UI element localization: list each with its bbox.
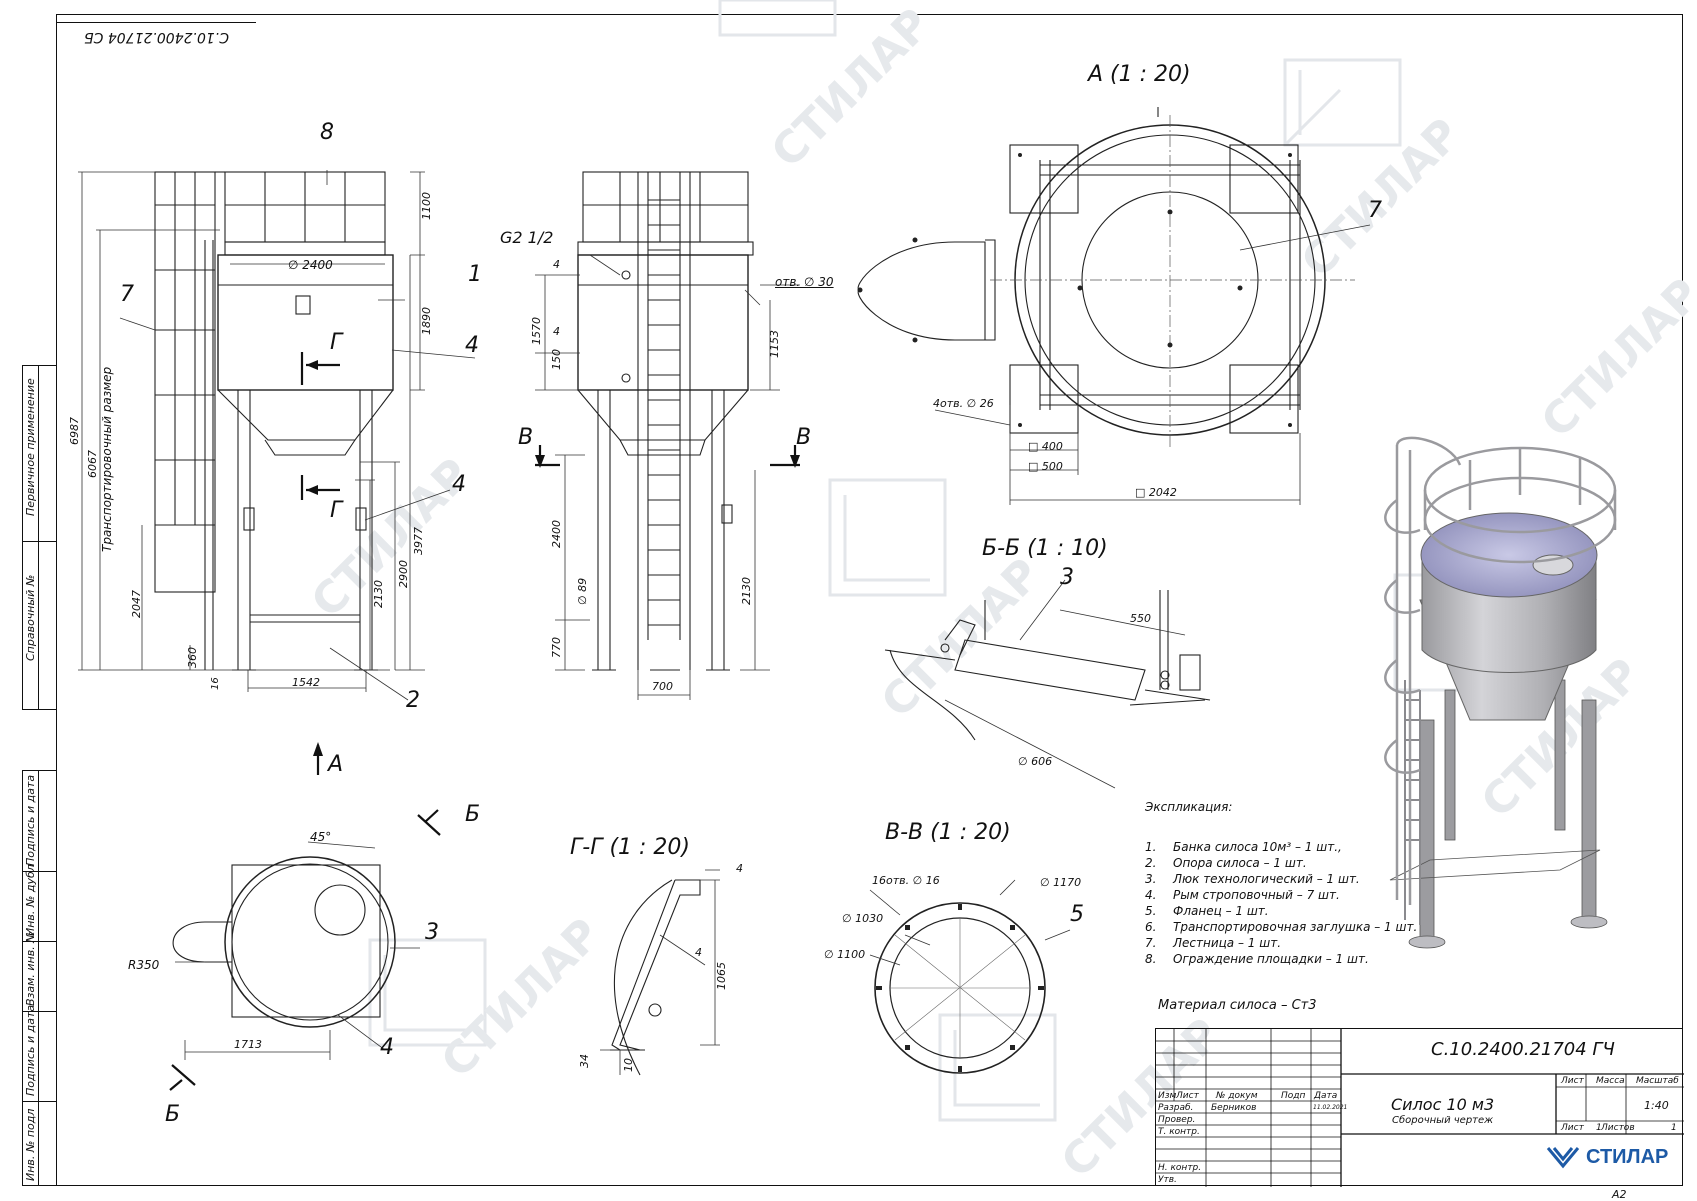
view-a-holes: 4отв. ∅ 26 (933, 397, 994, 410)
front-section-mark-g2: Г (330, 498, 343, 523)
plan-callout-4: 4 (380, 1035, 394, 1060)
tb-hdr-list: Лист (1176, 1091, 1199, 1101)
tb-col-massa: Масса (1596, 1076, 1625, 1086)
tb-row-razrab: Разраб. (1158, 1103, 1194, 1113)
section-vv-d1170: ∅ 1170 (1040, 876, 1082, 889)
front-callout-4b: 4 (452, 472, 466, 497)
list-item: 4.Рым строповочный – 7 шт. (1145, 888, 1340, 902)
side-section-mark-v1: В (518, 425, 534, 450)
view-a-title: А (1 : 20) (1088, 62, 1191, 87)
tb-sheet-no: 1 (1596, 1123, 1602, 1133)
front-dim-1542: 1542 (292, 676, 320, 689)
plan-callout-3: 3 (425, 920, 439, 945)
front-callout-7: 7 (120, 282, 134, 307)
tb-row-tkont: Т. контр. (1158, 1127, 1200, 1137)
plan-section-mark-b2: Б (165, 1102, 181, 1127)
sidebar-lower: Подпись и дата Инв. № дубл Взам. инв. № … (22, 770, 57, 1186)
tb-razrab-name: Берников (1211, 1103, 1257, 1113)
plan-w1713: 1713 (234, 1038, 262, 1051)
view-a-sq400: □ 400 (1028, 440, 1063, 453)
section-bb-callout-3: 3 (1060, 565, 1074, 590)
side-dim-4b: 4 (553, 325, 560, 338)
list-item: 7.Лестница – 1 шт. (1145, 936, 1282, 950)
section-bb-title: Б-Б (1 : 10) (982, 536, 1108, 561)
section-gg-d4b: 4 (695, 946, 702, 959)
side-dim-4a: 4 (553, 258, 560, 271)
tb-code: С.10.2400.21704 ГЧ (1431, 1039, 1615, 1060)
section-vv-d1100: ∅ 1100 (824, 948, 866, 961)
view-a-sq500: □ 500 (1028, 460, 1063, 473)
plan-angle: 45° (310, 830, 332, 844)
section-vv-holes: 16отв. ∅ 16 (872, 874, 940, 887)
tb-sheets-no: 1 (1671, 1123, 1677, 1133)
tb-col-scale: Масштаб (1636, 1076, 1679, 1086)
explication: Экспликация: 1.Банка силоса 10м³ – 1 шт.… (1145, 800, 1417, 968)
front-view-arrow-a: A (328, 752, 344, 777)
material-note: Материал силоса – Ст3 (1158, 998, 1317, 1013)
tb-row-prover: Провер. (1158, 1115, 1196, 1125)
list-item: 1.Банка силоса 10м³ – 1 шт., (1145, 840, 1342, 854)
sidebar-upper: Первичное применение Справочный № (22, 365, 57, 710)
section-vv-callout-5: 5 (1070, 902, 1084, 927)
tb-doc-type: Сборочный чертеж (1392, 1115, 1494, 1126)
tb-col-list: Лист (1561, 1076, 1584, 1086)
front-dim-d2400: ∅ 2400 (288, 258, 333, 272)
tb-row-nkont: Н. контр. (1158, 1163, 1202, 1173)
front-callout-8: 8 (320, 120, 334, 145)
plan-section-mark-b1: Б (465, 802, 481, 827)
side-dim-700: 700 (652, 680, 673, 693)
tb-sheet-lbl: Лист (1561, 1123, 1584, 1133)
list-item: 3.Люк технологический – 1 шт. (1145, 872, 1360, 886)
section-gg-title: Г-Г (1 : 20) (570, 835, 691, 860)
front-callout-4a: 4 (465, 333, 479, 358)
tb-hdr-sign: Подп (1281, 1091, 1306, 1101)
list-item: 8.Ограждение площадки – 1 шт. (1145, 952, 1369, 966)
tb-hdr-date: Дата (1314, 1091, 1338, 1101)
drawing-frame (56, 14, 1683, 1186)
title-block: Изм Лист № докум Подп Дата Разраб. Берни… (1155, 1028, 1684, 1187)
section-bb-d606: ∅ 606 (1018, 755, 1053, 768)
tb-sheets-lbl: Листов (1601, 1123, 1635, 1133)
explication-title: Экспликация: (1145, 800, 1233, 814)
company-logo-icon (1546, 1147, 1580, 1169)
list-item: 6.Транспортировочная заглушка – 1 шт. (1145, 920, 1418, 934)
company-name: СТИЛАР (1586, 1145, 1669, 1168)
tb-name: Силос 10 м3 (1391, 1095, 1495, 1114)
side-hole-label: отв. ∅ 30 (775, 275, 834, 289)
front-callout-1: 1 (468, 262, 482, 287)
view-a-sq2042: □ 2042 (1135, 486, 1177, 499)
list-item: 2.Опора силоса – 1 шт. (1145, 856, 1307, 870)
section-bb-w550: 550 (1130, 612, 1151, 625)
side-thread-label: G2 1/2 (500, 228, 554, 247)
tb-hdr-izm: Изм (1158, 1091, 1177, 1101)
section-vv-title: В-В (1 : 20) (885, 820, 1011, 845)
section-vv-d1030: ∅ 1030 (842, 912, 884, 925)
side-section-mark-v2: В (796, 425, 812, 450)
company-logo: СТИЛАР (1546, 1144, 1668, 1170)
format-label: А2 (1612, 1188, 1627, 1201)
front-callout-2: 2 (406, 688, 420, 713)
tb-row-utv: Утв. (1158, 1175, 1177, 1185)
plan-r350: R350 (128, 958, 160, 972)
tb-scale: 1:40 (1644, 1099, 1669, 1112)
section-gg-d4a: 4 (736, 862, 743, 875)
tb-hdr-doc: № докум (1216, 1091, 1258, 1101)
view-a-callout-7: 7 (1368, 198, 1382, 223)
front-section-mark-g1: Г (330, 330, 343, 355)
list-item: 5.Фланец – 1 шт. (1145, 904, 1269, 918)
tb-razrab-date: 11.02.2021 (1313, 1104, 1348, 1111)
